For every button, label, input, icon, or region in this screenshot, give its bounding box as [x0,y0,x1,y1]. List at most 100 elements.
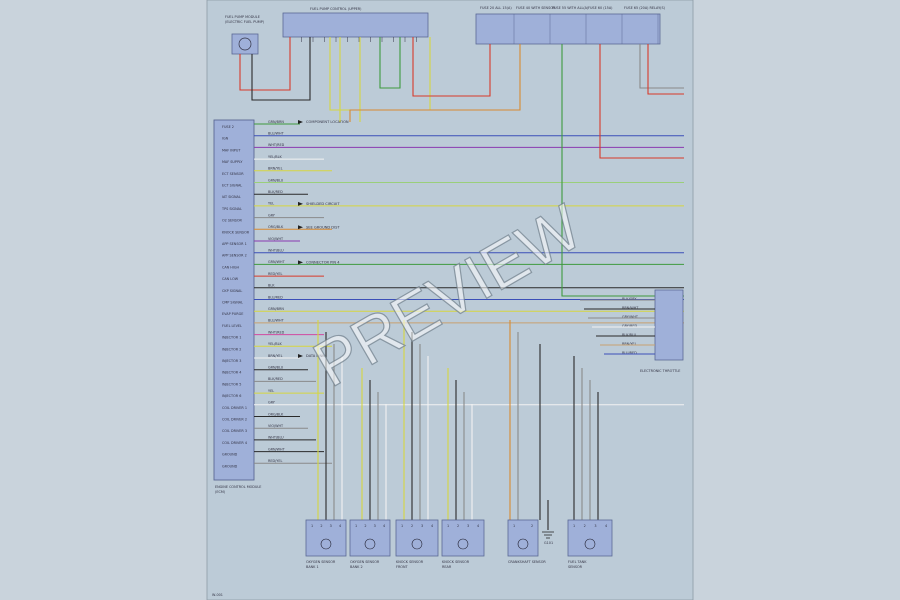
sensor-name: KNOCK SENSOR [396,560,424,564]
sensor-pin-label: 1 [311,524,313,528]
note-arrow [298,225,303,230]
upper-green-wire [379,37,401,89]
sensor-pin-label: 1 [355,524,357,528]
throttle-pin-label: BLK/BLU [622,333,637,337]
pump-black-wire [251,37,311,101]
sensor-name: FRONT [396,565,409,569]
ecm-pin-label: INJECTOR 6 [222,394,241,398]
ecm-pin-label: COIL DRIVER 3 [222,429,247,433]
note-arrow [298,120,303,124]
ecm-pin-label: IAT SIGNAL [222,195,241,199]
wire-color-label: YEL/BLK [268,155,282,159]
ecm-pin-label: INJECTOR 2 [222,347,241,351]
ecm-pin-label: COIL DRIVER 1 [222,406,247,410]
ecm-pin-label: COIL DRIVER 2 [222,418,247,422]
wire-color-label: GRY [268,213,276,217]
diagram-note: SHIELDED CIRCUIT [306,202,340,206]
sensor-pin-label: 1 [513,524,515,528]
throttle-box [654,289,684,361]
sensor-pin-label: 2 [457,524,459,528]
sensor-name: REAR [442,565,452,569]
wire-color-label: WHT/RED [268,143,285,147]
fuse-cell-label: FUSE 20 ALL 15(A) [480,6,512,10]
sensor-name: OXYGEN SENSOR [350,560,380,564]
fuel-pump-motor-icon [238,37,252,51]
ecm-pin-label: CMP SIGNAL [222,301,243,305]
ecm-pin-label: O2 SENSOR [222,219,243,223]
ecm-pin-label: IGN [222,137,229,141]
ecm-caption: (ECM) [215,490,226,494]
throttle-pin-label: GRY/WHT [622,315,639,319]
ecm-pin-label: FUEL LEVEL [222,324,242,328]
fuse-cell-label: FUSE 65 (20A) RELAY(S) [624,6,666,10]
sensor-name: BANK 1 [306,565,319,569]
sensor-pin-label: 2 [531,524,533,528]
sensor-pin-label: 4 [477,524,479,528]
sensor-pin-label: 4 [339,524,341,528]
pump-red-wire [239,37,291,91]
fuse-cell-label: FUSE 60 (15A) [588,6,613,10]
wire-color-label: BLU/WHT [268,132,285,136]
sensor-box [507,519,539,557]
wire-color-label: BLK/RED [268,377,283,381]
ecm-pin-label: CAN LOW [222,277,239,281]
sensor-pin-label: 3 [421,524,423,528]
wire-color-label: GRN/BLU [268,366,284,370]
sensor-box [349,519,391,557]
ecm-pin-label: COIL DRIVER 4 [222,441,247,445]
ecm-pin-label: CKP SIGNAL [222,289,242,293]
wire-color-label: BRN/YEL [268,354,283,358]
sensor-pin-label: 3 [594,524,596,528]
fuse-red-wire-3 [647,44,684,95]
sensor-box [567,519,613,557]
throttle-pin-label: GRY/RED [622,324,637,328]
fuse-orange-wire [349,44,521,122]
ecm-pin-label: APP SENSOR 2 [222,254,247,258]
diagram-note: CONNECTOR PIN 4 [306,260,340,264]
sensor-pin-label: 2 [584,524,586,528]
ecm-pin-label: APP SENSOR 1 [222,242,247,246]
sensor-pin-label: 1 [573,524,575,528]
sensor-pin-label: 2 [364,524,366,528]
ecm-pin-label: ECT SIGNAL [222,184,242,188]
throttle-pin-label: BRN/WHT [622,306,639,310]
sensor-pin-label: 1 [447,524,449,528]
throttle-pin-label: BLU/RED [622,351,637,355]
top-center-connector [282,12,429,38]
fuse-cell-label: FUSE 40 WITH SENSOR [516,6,556,10]
sensor-element-icon [411,538,423,550]
sensor-name: BANK 2 [350,565,363,569]
ground-label: G101 [544,541,553,545]
ecm-pin-label: INJECTOR 5 [222,382,241,386]
wire-color-label: RED/YEL [268,459,282,463]
sensor-box [441,519,485,557]
ecm-pin-label: GROUND [222,464,238,468]
diagram-note: SEE GROUND DIST [306,225,340,229]
sensor-element-icon [320,538,332,550]
sensor-pin-label: 2 [411,524,413,528]
fuse-gray-wire [639,44,684,89]
diagram-note: DATA LINK [306,354,325,358]
fuel-pump-label: (ELECTRIC FUEL PUMP) [225,20,265,24]
ecm-pin-label: FUSE 2 [222,125,234,129]
wire-color-label: ORG/BLK [268,225,284,229]
wire-color-label: WHT/BLU [268,436,284,440]
ecm-pin-label: EVAP PURGE [222,312,243,316]
wire-color-label: YEL/BLK [268,342,282,346]
fuse-red-wire [412,37,491,97]
wire-color-label: ORG/BLK [268,412,284,416]
sensor-pin-label: 4 [605,524,607,528]
throttle-pin-label: BRN/YEL [622,342,637,346]
wire-color-label: VIO/WHT [268,237,284,241]
sensor-pin-label: 4 [431,524,433,528]
wire-color-label: GRN/WHT [268,260,286,264]
ecm-module [213,119,255,481]
wire-color-label: BRN/YEL [268,167,283,171]
throttle-label: ELECTRONIC THROTTLE [640,369,680,373]
wire-color-label: GRN/WHT [268,447,286,451]
diagram-note: COMPONENT LOCATION [306,120,349,124]
sensor-element-icon [517,538,529,550]
sensor-name: CRANKSHAFT SENSOR [508,560,546,564]
fuse-green-wire [561,44,684,297]
